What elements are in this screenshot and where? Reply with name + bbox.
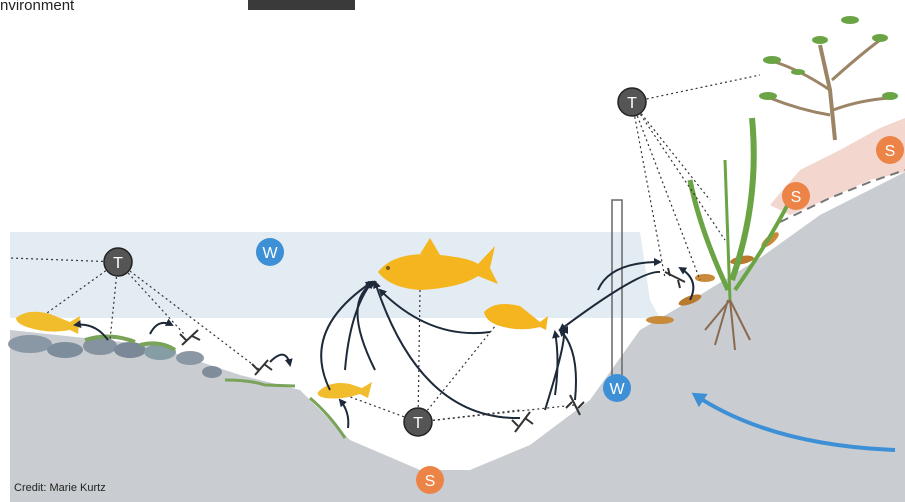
s-marker-bottom: S [416,466,444,494]
svg-text:W: W [262,245,278,262]
t-marker-middle: T [404,408,432,436]
svg-text:W: W [609,381,625,398]
svg-text:T: T [627,95,637,112]
svg-text:S: S [425,473,436,490]
svg-text:T: T [413,415,423,432]
w-marker-rod: W [603,374,631,402]
water-body [10,232,660,318]
t-marker-left: T [104,248,132,276]
shrub-icon [759,16,898,140]
fish-icon-bottom-middle [318,382,372,399]
streambed [10,172,905,502]
svg-text:T: T [113,255,123,272]
svg-text:S: S [791,189,802,206]
credit-text: Credit: Marie Kurtz [14,482,106,494]
svg-text:S: S [885,143,896,160]
w-marker-top: W [256,238,284,266]
s-marker-top-right: S [876,136,904,164]
s-marker-bank: S [782,182,810,210]
t-marker-top: T [618,88,646,116]
